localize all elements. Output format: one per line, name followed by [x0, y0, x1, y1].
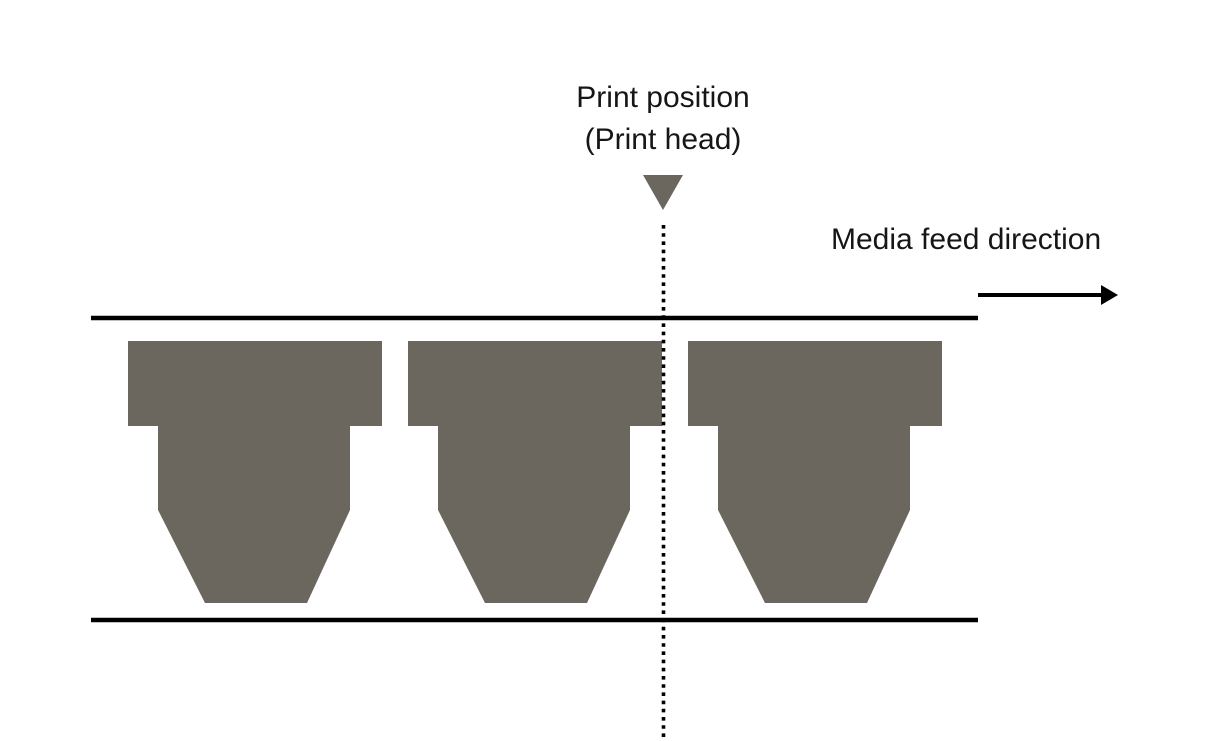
print-head-marker-icon: [643, 175, 683, 210]
print-position-label-line1: Print position: [576, 81, 750, 114]
media-label-shape-3: [688, 341, 942, 603]
media-feed-arrow: [978, 285, 1118, 305]
media-label-shape-2: [408, 341, 662, 603]
media-feed-arrowhead-icon: [1101, 285, 1118, 305]
media-feed-direction-label: Media feed direction: [831, 223, 1102, 256]
print-position-label-line2: (Print head): [584, 123, 742, 156]
print-position-label: Print position (Print head): [463, 77, 863, 161]
media-label-shape-1: [128, 341, 382, 603]
